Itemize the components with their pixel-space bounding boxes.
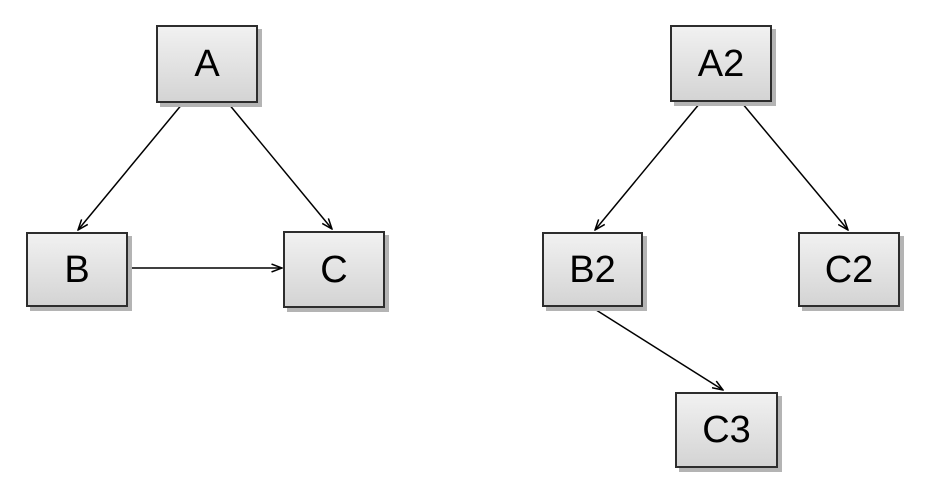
node-A[interactable]: A xyxy=(156,25,258,103)
edge-B2-C3[interactable] xyxy=(592,307,723,390)
node-C2[interactable]: C2 xyxy=(798,232,900,307)
node-C2-label: C2 xyxy=(824,248,874,291)
edge-A2-C2[interactable] xyxy=(741,102,848,230)
node-C3[interactable]: C3 xyxy=(675,392,778,468)
node-A-label: A xyxy=(194,43,220,85)
edge-A-C[interactable] xyxy=(227,102,332,229)
node-B[interactable]: B xyxy=(26,232,128,307)
node-C[interactable]: C xyxy=(283,231,385,308)
node-C-label: C xyxy=(320,248,348,291)
node-C3-label: C3 xyxy=(702,409,751,451)
edge-A-B[interactable] xyxy=(78,102,184,230)
node-A2[interactable]: A2 xyxy=(670,25,772,102)
node-A2-label: A2 xyxy=(697,42,745,85)
node-B2-label: B2 xyxy=(569,248,616,291)
edge-A2-B2[interactable] xyxy=(595,102,701,230)
node-B-label: B xyxy=(64,248,90,291)
node-B2[interactable]: B2 xyxy=(542,232,643,307)
